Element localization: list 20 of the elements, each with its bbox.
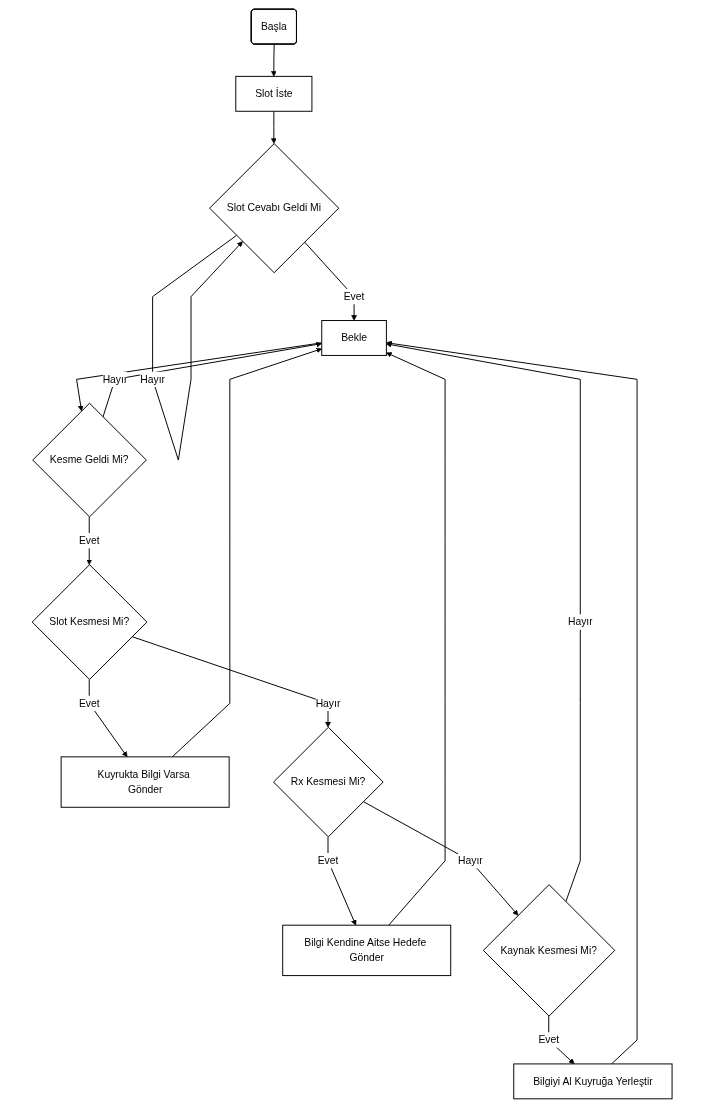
edge-label: Evet: [78, 697, 100, 709]
node-diamond: Slot Kesmesi Mi?: [31, 564, 148, 680]
edge-label: Hayır: [140, 373, 165, 385]
node-diamond: Kaynak Kesmesi Mi?: [482, 884, 616, 1017]
node-box: Slot İste: [235, 75, 313, 112]
edge-label: Hayır: [567, 616, 593, 628]
edge-label: Evet: [343, 290, 365, 302]
node-diamond: Kesme Geldi Mi?: [32, 402, 147, 518]
node-box: Bilgiyi Al Kuyruğa Yerleştir: [513, 1063, 673, 1100]
node-box: Bekle: [321, 320, 387, 356]
node-diamond: Slot Cevabı Geldi Mi: [209, 143, 340, 274]
edge-label: Evet: [538, 1034, 559, 1046]
edge-label: Evet: [317, 854, 339, 866]
edge-label: Hayır: [457, 854, 483, 866]
edge-label: Hayır: [315, 697, 341, 709]
edge-label: Hayır: [102, 373, 128, 385]
edge-label: Evet: [78, 534, 100, 546]
node-box: Bilgi Kendine Aitse Hedefe Gönder: [282, 924, 452, 977]
node-diamond: Rx Kesmesi Mi?: [272, 726, 384, 838]
node-box: Kuyrukta Bilgi Varsa Gönder: [60, 756, 230, 808]
